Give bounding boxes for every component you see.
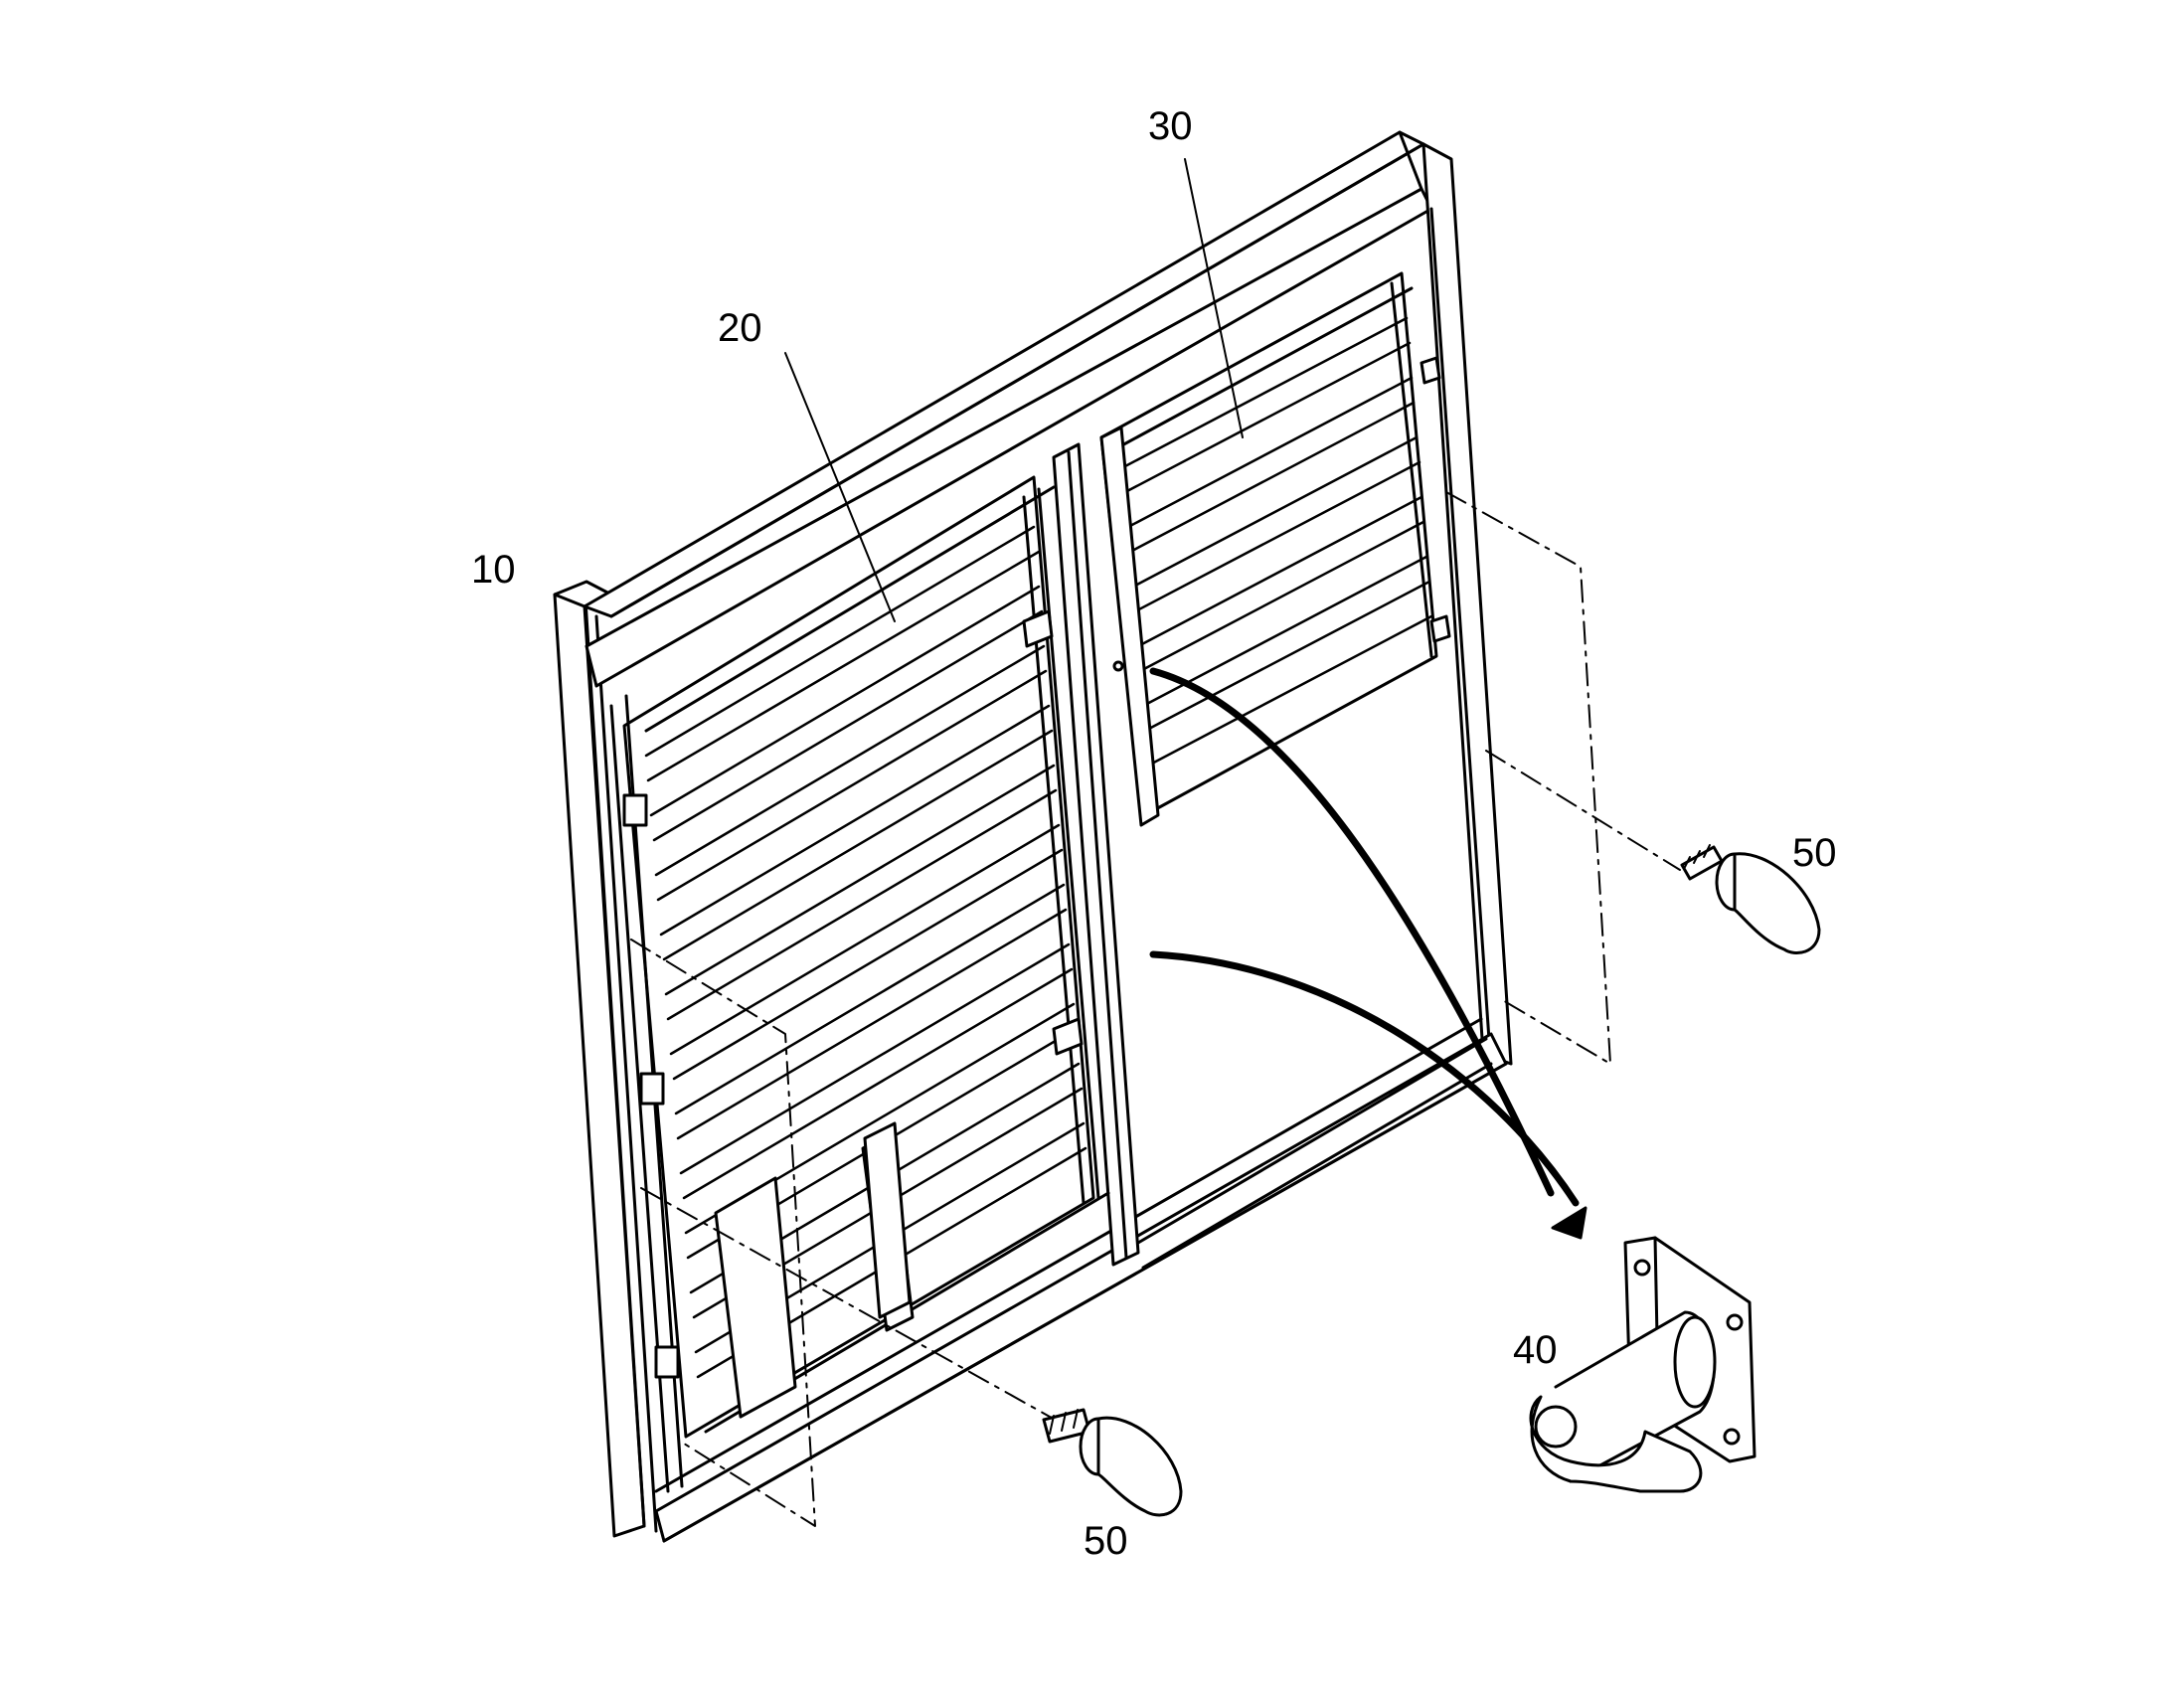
stopper-bottom <box>1042 1408 1183 1517</box>
assembly-centerlines <box>630 491 1681 1527</box>
right-louver-panel <box>1099 271 1451 827</box>
label-hinge-bracket: 40 <box>1513 1328 1558 1372</box>
label-frame: 10 <box>471 548 516 592</box>
label-stopper-bottom: 50 <box>1084 1519 1128 1563</box>
label-left-panel: 20 <box>718 306 762 350</box>
label-stopper-right: 50 <box>1792 831 1837 875</box>
motion-arrows <box>1149 667 1588 1240</box>
label-right-panel: 30 <box>1148 104 1193 148</box>
hinge-bracket <box>1529 1236 1756 1493</box>
stopper-right <box>1680 844 1821 954</box>
outer-frame <box>553 130 1513 1543</box>
lower-frame-bars <box>863 1037 1493 1319</box>
leader-lines <box>784 158 1244 622</box>
